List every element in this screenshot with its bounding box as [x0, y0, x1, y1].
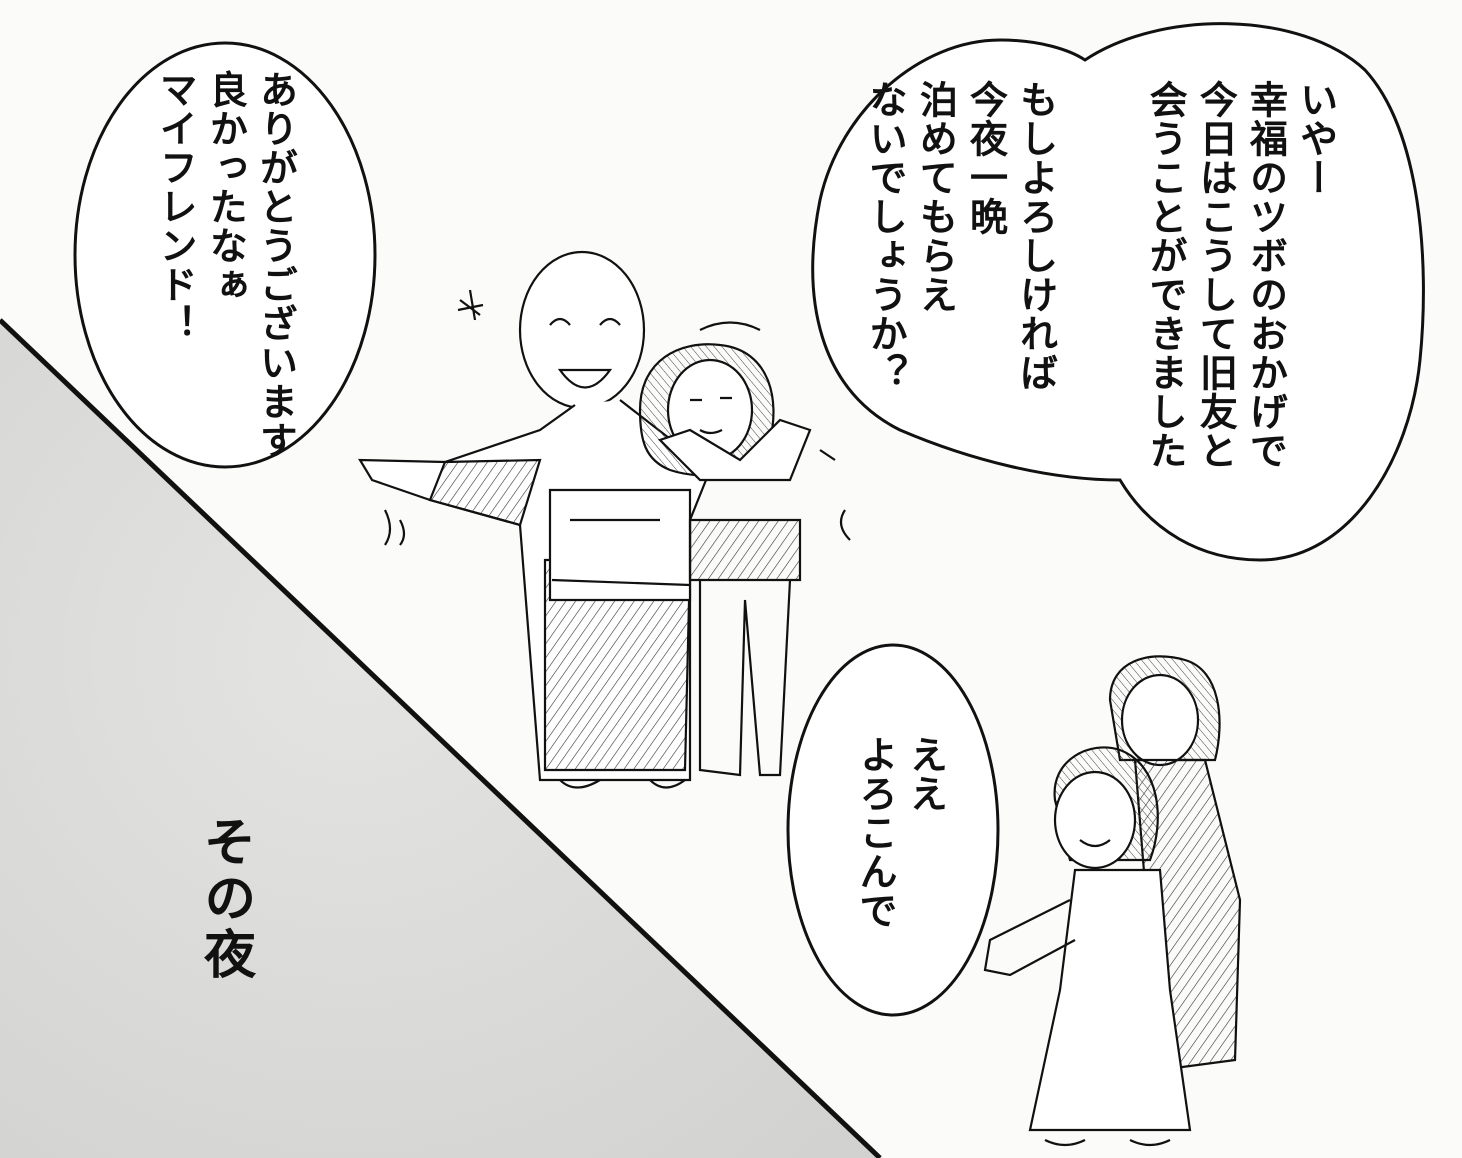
bubble-friend	[811, 22, 1425, 562]
friend-request-text: いやー 幸福のツボのおかげで 今日はこうして旧友と 会うことができました	[1143, 80, 1338, 470]
bubble-host	[786, 643, 1000, 1017]
host-figures	[983, 655, 1242, 1147]
diagonal-border	[0, 318, 882, 1158]
friend-figure	[638, 321, 851, 777]
night-caption: その夜	[194, 815, 255, 983]
host-reply-text: ええ よろこんで	[853, 735, 948, 930]
monk-thanks-text: ありがとうございます 良かったなぁ マイフレンド！	[153, 70, 298, 460]
monk-figure	[358, 250, 712, 789]
friend-request-text-2: もしよろしければ 今夜一晩 泊めてもらえ ないでしょうか？	[863, 80, 1058, 392]
bubble-monk	[73, 41, 377, 469]
